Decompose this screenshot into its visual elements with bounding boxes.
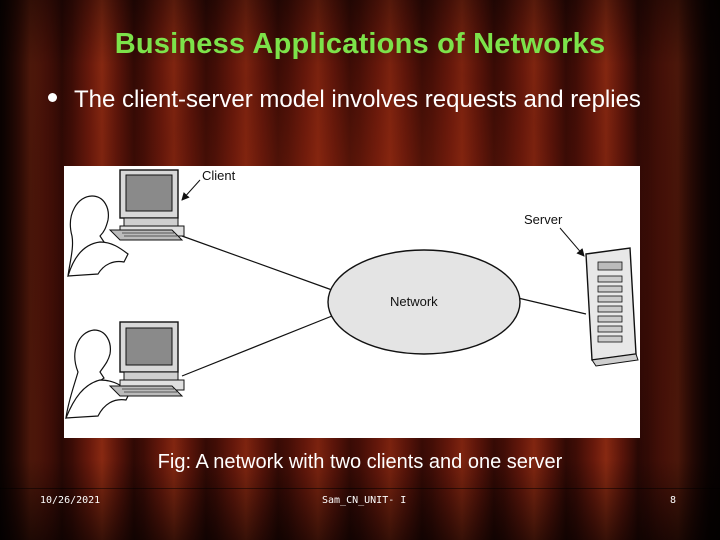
server-tower — [585, 247, 639, 367]
figure-caption: Fig: A network with two clients and one … — [157, 451, 563, 473]
link-client1-network — [181, 235, 333, 291]
server-label-pointer — [559, 227, 585, 257]
footer-title: Sam_CN_UNIT- I — [322, 495, 407, 506]
client-computer-1 — [67, 169, 185, 277]
footer-page-number: 8 — [670, 495, 677, 506]
bullet-dot-icon — [48, 93, 57, 102]
server-label: Server — [524, 212, 563, 227]
link-client2-network — [181, 315, 333, 377]
client-label-pointer — [181, 179, 201, 201]
slide-title: Business Applications of Networks — [114, 28, 606, 60]
bullet-text: The client-server model involves request… — [74, 86, 641, 113]
link-network-server — [517, 297, 587, 315]
client-server-figure: Client Server Network — [64, 166, 640, 438]
client-label: Client — [202, 168, 236, 183]
network-cloud — [327, 249, 521, 355]
network-label: Network — [390, 294, 438, 309]
footer-date: 10/26/2021 — [40, 495, 101, 506]
footer-divider — [0, 488, 720, 489]
client-computer-2 — [65, 321, 185, 419]
